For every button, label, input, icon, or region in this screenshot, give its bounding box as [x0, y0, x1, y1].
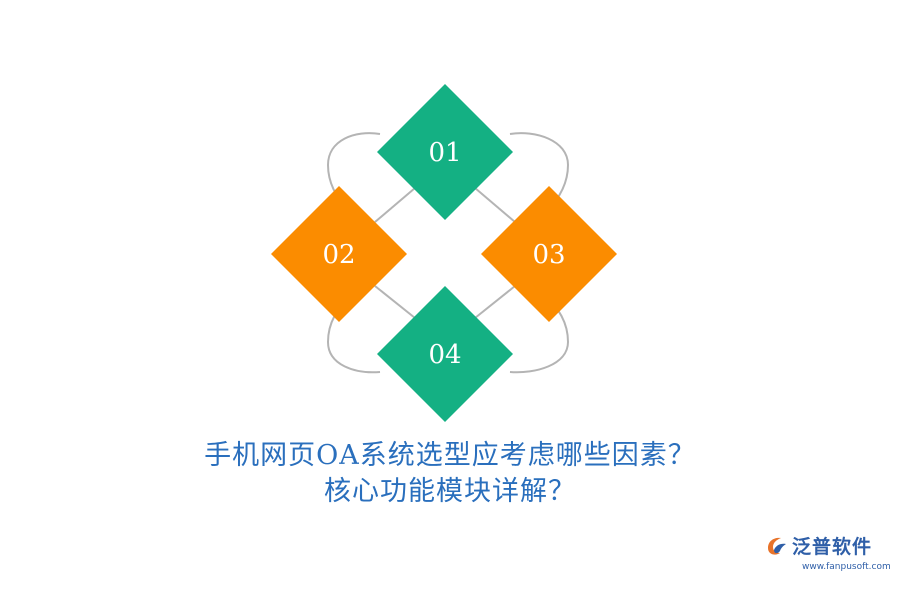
brand-url: www.fanpusoft.com [802, 562, 891, 572]
diamond-03: 03 [481, 186, 617, 322]
diamond-01-shape [377, 84, 513, 220]
page-title-line-2: 核心功能模块详解？ [324, 476, 576, 507]
diamond-01-label: 01 [428, 138, 461, 168]
page-title-line-1: 手机网页OA系统选型应考虑哪些因素？ [204, 440, 696, 471]
connector-ring-top-right [474, 187, 516, 223]
brand-name: 泛普软件 [792, 536, 873, 558]
diamond-01: 01 [377, 84, 513, 220]
connector-ring-bottom-left [374, 285, 416, 319]
diamond-02-label: 02 [322, 240, 355, 270]
diamond-02-shape [271, 186, 407, 322]
connector-ring-top-left [374, 187, 416, 223]
diamond-04-shape [377, 286, 513, 422]
diamond-03-shape [481, 186, 617, 322]
connector-ring-bottom-right [474, 285, 516, 319]
fanpu-logo-icon [768, 537, 786, 555]
diamond-04: 04 [377, 286, 513, 422]
brand-watermark: 泛普软件 www.fanpusoft.com [764, 532, 891, 580]
diamond-03-label: 03 [532, 240, 565, 270]
diamond-02: 02 [271, 186, 407, 322]
diamond-04-label: 04 [428, 340, 461, 370]
